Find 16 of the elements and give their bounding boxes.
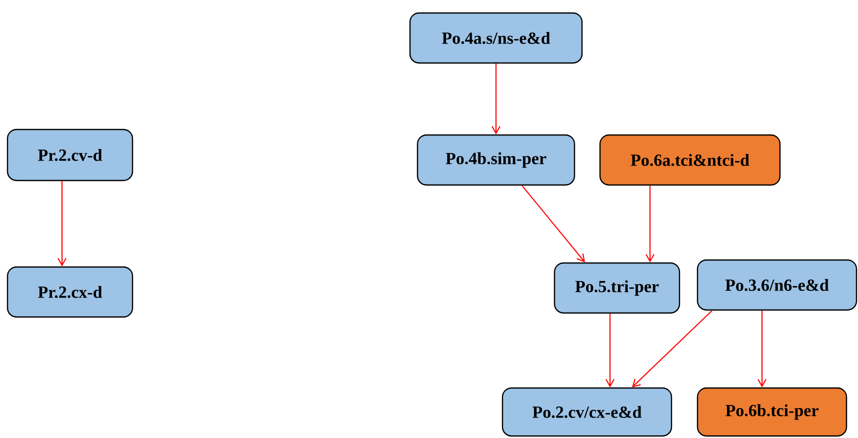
process-box: Po.4b.sim-per (416, 134, 576, 186)
process-box: Pr.2.cx-d (6, 266, 134, 318)
process-box: Po.6a.tci&ntci-d (599, 134, 781, 186)
arrow (492, 64, 500, 134)
arrow (522, 185, 585, 262)
process-box: Po.4a.s/ns-e&d (409, 12, 583, 64)
process-box: Pr.2.cv-d (6, 128, 134, 182)
arrow (58, 181, 66, 266)
arrow (646, 186, 654, 262)
process-box: Po.3.6/n6-e&d (696, 259, 858, 311)
arrow (632, 310, 712, 388)
arrow (606, 314, 614, 388)
process-box: Po.5.tri-per (554, 262, 680, 314)
arrow (758, 310, 766, 388)
process-box: Po.2.cv/cx-e&d (502, 387, 672, 437)
process-box: Po.6b.tci-per (696, 387, 848, 437)
